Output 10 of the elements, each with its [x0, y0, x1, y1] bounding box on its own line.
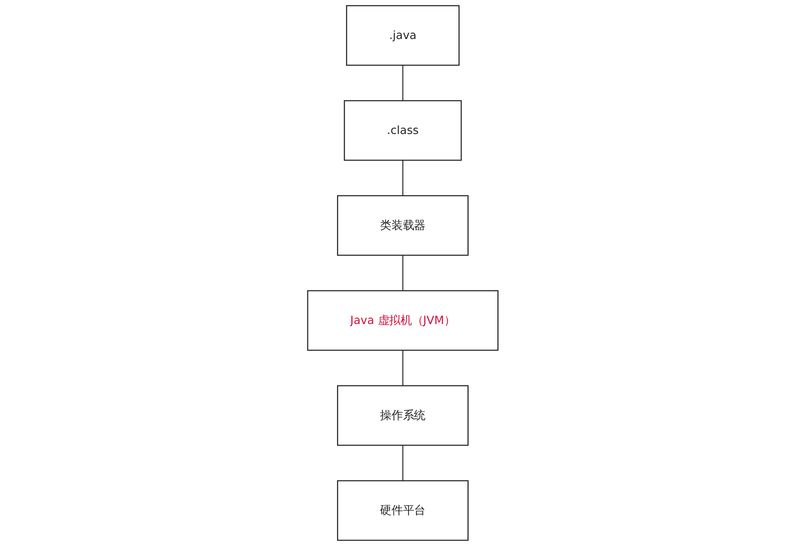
- node-box: 类装载器: [337, 195, 469, 256]
- node-box: 操作系统: [337, 385, 469, 446]
- connector: [402, 445, 404, 481]
- connector: [402, 160, 404, 196]
- node-box: .class: [344, 100, 462, 161]
- connector: [402, 255, 404, 291]
- connector: [402, 350, 404, 386]
- connector: [402, 65, 404, 101]
- node-box: 硬件平台: [337, 480, 469, 541]
- node-box: .java: [346, 5, 460, 66]
